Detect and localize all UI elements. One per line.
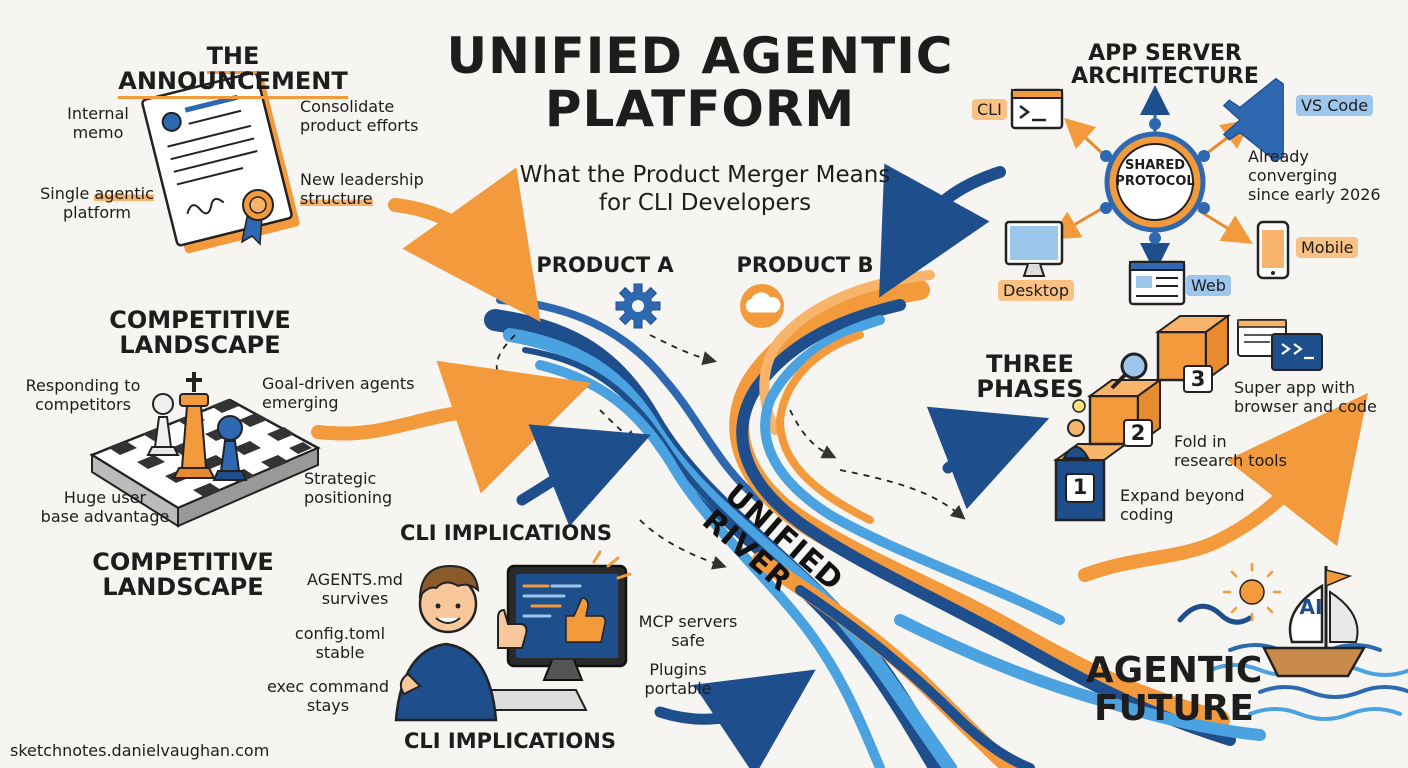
chess-pawn-blue-icon <box>212 415 248 481</box>
terminal-icon <box>1010 88 1064 130</box>
leadership-line-2: structure <box>300 189 373 209</box>
sail-ai-label: AI <box>1299 595 1323 619</box>
sun-icon <box>1222 562 1282 622</box>
desktop-client-label: Desktop <box>998 280 1074 301</box>
person-with-idea-icon <box>1062 399 1090 459</box>
app-server-heading: APP SERVER ARCHITECTURE <box>1071 41 1259 90</box>
leadership-line-1: New leadership <box>300 170 424 189</box>
phase-2-note: Fold in research tools <box>1174 432 1287 471</box>
single-platform-note: Single agentic platform <box>30 184 164 222</box>
single-highlight: agentic <box>94 184 154 203</box>
web-client-label: Web <box>1186 275 1231 296</box>
mcp-servers-note: MCP servers safe <box>638 612 738 651</box>
flow-arrows <box>311 163 1369 768</box>
product-a-label: PRODUCT A <box>536 253 674 277</box>
phase-3-number: 3 <box>1190 367 1206 391</box>
memo-document-icon <box>141 71 300 254</box>
phase-1-number: 1 <box>1072 475 1088 499</box>
cli-client-label: CLI <box>972 99 1007 120</box>
phase-3-note: Super app with browser and code <box>1234 378 1377 417</box>
exec-command-note: exec command stays <box>266 677 390 716</box>
chess-king-orange-icon <box>172 372 216 479</box>
plugins-note: Plugins portable <box>644 660 712 699</box>
mobile-phone-icon <box>1256 220 1290 280</box>
unified-river <box>484 270 1266 768</box>
phase-1-note: Expand beyond coding <box>1120 486 1245 525</box>
responding-note: Responding to competitors <box>25 376 141 415</box>
chess-board-icon <box>89 372 321 528</box>
desktop-client-tag: Desktop <box>998 280 1074 301</box>
title-line-1: UNIFIED AGENTIC <box>446 27 954 85</box>
cli-client-tag: CLI <box>972 99 1007 120</box>
page-title: UNIFIED AGENTIC PLATFORM <box>440 30 960 135</box>
vscode-icon <box>1222 77 1284 163</box>
title-line-2: PLATFORM <box>544 79 856 138</box>
magnifier-icon <box>1110 352 1148 390</box>
single-suffix: platform <box>63 203 131 223</box>
goal-driven-note: Goal-driven agents emerging <box>262 374 415 413</box>
agents-md-note: AGENTS.md survives <box>307 570 403 609</box>
three-phases-heading: THREE PHASES <box>976 350 1084 404</box>
huge-base-note: Huge user base advantage <box>40 488 170 527</box>
cloud-icon <box>740 284 784 328</box>
web-browser-icon <box>1128 260 1186 306</box>
thumbs-up-screen-icon <box>565 597 606 643</box>
converging-note: Already converging since early 2026 <box>1248 147 1381 205</box>
single-prefix: Single <box>40 184 95 203</box>
mobile-client-tag: Mobile <box>1296 237 1359 258</box>
subtitle-line-1: What the Product Merger Means <box>519 162 891 188</box>
leadership-note: New leadership structure <box>300 170 450 209</box>
subtitle-line-2: for CLI Developers <box>598 189 812 216</box>
vscode-client-tag: VS Code <box>1296 95 1374 116</box>
page-subtitle: What the Product Merger Means for CLI De… <box>470 162 940 217</box>
desktop-monitor-icon <box>1004 220 1064 277</box>
shared-protocol-label: SHARED PROTOCOL <box>1115 158 1195 190</box>
shared-protocol-hub <box>1049 85 1253 273</box>
internal-memo-note: Internal memo <box>67 104 129 143</box>
footer-credit: sketchnotes.danielvaughan.com <box>10 741 270 760</box>
announcement-heading: THE ANNOUNCEMENT <box>88 42 378 100</box>
vscode-client-label: VS Code <box>1296 95 1374 116</box>
product-b-label: PRODUCT B <box>736 253 874 277</box>
announcement-heading-text: THE ANNOUNCEMENT <box>118 42 348 100</box>
chess-pawn-white-icon <box>146 393 180 456</box>
competitive-heading-bottom: COMPETITIVE LANDSCAPE <box>92 548 274 602</box>
sailboat-icon <box>1261 566 1367 678</box>
config-toml-note: config.toml stable <box>294 624 386 663</box>
strategic-note: Strategic positioning <box>304 469 393 508</box>
mobile-client-label: Mobile <box>1296 237 1359 258</box>
gear-icon <box>615 283 661 329</box>
competitive-heading-top: COMPETITIVE LANDSCAPE <box>109 306 291 360</box>
consolidate-note: Consolidate product efforts <box>300 97 419 136</box>
web-client-tag: Web <box>1186 275 1231 296</box>
cli-implications-heading-bottom: CLI IMPLICATIONS <box>404 729 616 753</box>
seal-ribbon-icon <box>240 189 274 246</box>
phase-2-number: 2 <box>1130 421 1146 445</box>
agentic-future-label: AGENTIC FUTURE <box>1085 650 1263 729</box>
developer-at-computer-icon <box>394 550 632 722</box>
cli-implications-heading-top: CLI IMPLICATIONS <box>400 521 612 545</box>
code-terminal-icon <box>1271 333 1323 371</box>
